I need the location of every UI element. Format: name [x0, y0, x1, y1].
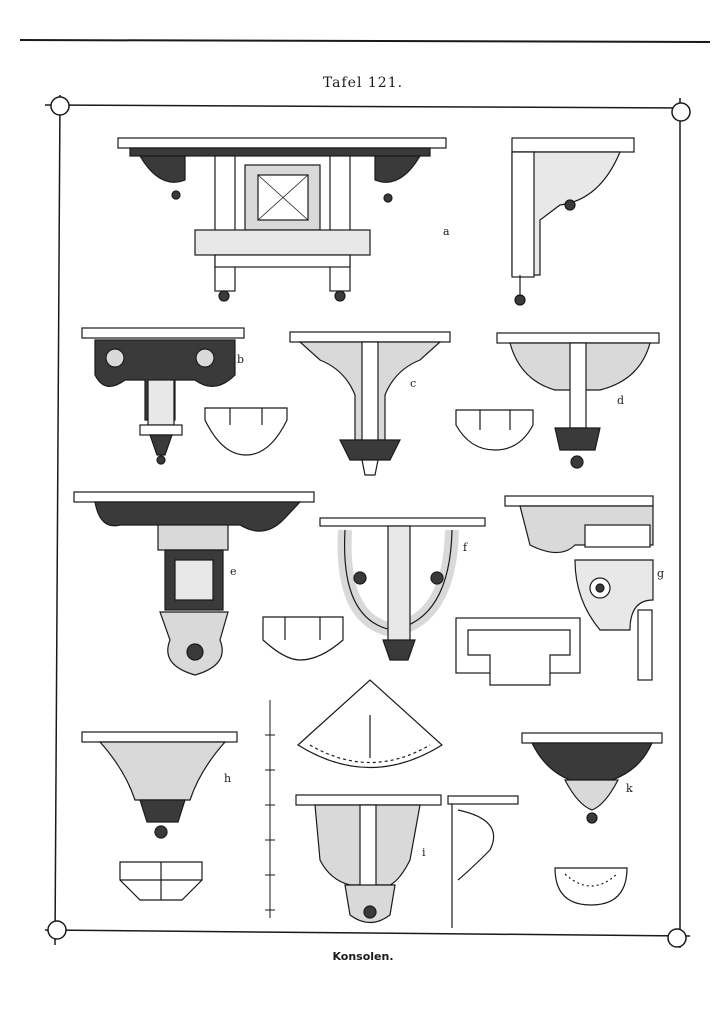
- figure-label-i: i: [422, 846, 426, 859]
- figure-c-drawing: [289, 331, 534, 476]
- top-rule: [19, 39, 711, 43]
- figure-a-drawing: [117, 137, 635, 306]
- frame-corner-rings: [47, 96, 691, 948]
- figure-f-drawing: [319, 517, 581, 686]
- figure-label-k: k: [626, 782, 633, 795]
- scale-bar: [265, 700, 275, 918]
- figure-i-drawing: [295, 679, 519, 928]
- figure-label-d: d: [617, 394, 625, 407]
- figure-label-b: b: [237, 353, 245, 366]
- figure-label-h: h: [224, 772, 232, 785]
- figure-g-drawing: [504, 495, 654, 681]
- figure-d-drawing: [496, 332, 660, 469]
- plate-caption: Konsolen.: [332, 950, 394, 963]
- figure-h-drawing: [81, 731, 238, 901]
- figure-label-f: f: [463, 541, 468, 554]
- figure-k-drawing: [521, 732, 663, 906]
- plate-title: Tafel 121.: [322, 75, 404, 91]
- plate-frame: [44, 94, 691, 948]
- figure-e-drawing: [73, 491, 344, 676]
- figure-b-drawing: [81, 327, 288, 465]
- figure-label-e: e: [230, 565, 237, 578]
- figure-label-a: a: [443, 225, 450, 238]
- figure-label-g: g: [657, 567, 665, 580]
- figure-label-c: c: [410, 377, 417, 390]
